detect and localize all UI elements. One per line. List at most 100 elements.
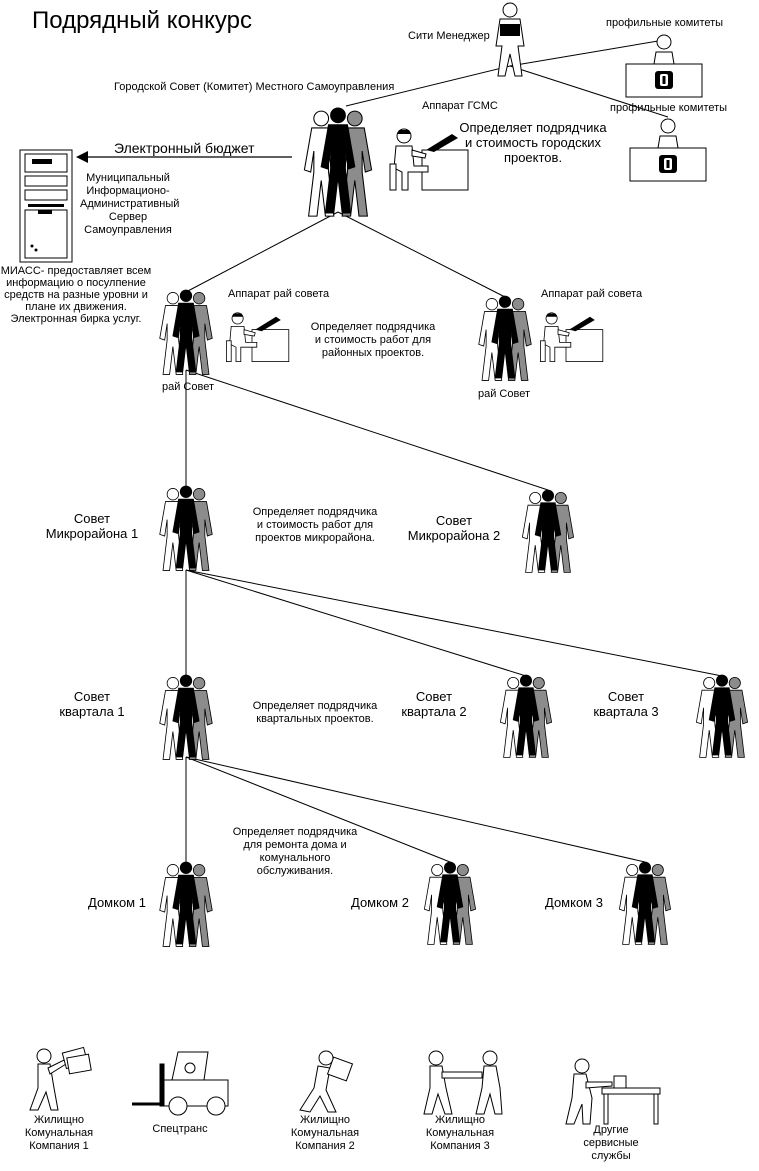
apparatus-gsms-label: Аппарат ГСМС [422,100,498,112]
service-2-label: Спецтранс [140,1123,220,1136]
service-4-line-1: Жилищно [434,1114,486,1126]
district-desc-line-2: и стоимость работ для [314,334,432,346]
domkom-2-label: Домком 2 [351,895,409,910]
e-budget-label: Электронный бюджет [114,140,255,156]
service-3-line-3: Компания 2 [295,1140,355,1152]
district-desc-line-3: районных проектов. [321,347,425,359]
micro-desc-line-3: проектов микрорайона. [255,532,375,544]
service-3-label: Жилищно Комунальная Компания 2 [280,1114,370,1153]
service-1-line-3: Компания 1 [29,1140,89,1152]
district-clerk-2-icon [540,312,604,363]
miass-description: МИАСС- предоставляет всем информацию о п… [0,265,152,325]
district-council-1-label: рай Совет [162,381,215,393]
quarter-council-2-line-2: квартала 2 [401,704,467,719]
house-desc-line-2: для ремонта дома и [243,839,347,851]
quarter-council-2-line-1: Совет [415,689,453,704]
city-council-label: Городской Совет (Комитет) Местного Самоу… [114,81,395,93]
server-line-1: Муниципальный [86,172,170,184]
quarter-council-1-label: Совет квартала 1 [46,689,138,719]
district-description: Определяет подрядчика и стоимость работ … [298,321,448,360]
quarter-council-2-label: Совет квартала 2 [388,689,480,719]
quarter-desc-line-1: Определяет подрядчика [252,700,378,712]
service-5-line-3: службы [591,1150,631,1162]
server-line-2: Информационо- [86,185,170,197]
quarter-council-3-line-1: Совет [607,689,645,704]
micro-council-1-label: Совет Микрорайона 1 [36,511,148,541]
district-council-2-group [479,296,531,380]
micro-desc-line-2: и стоимость работ для [256,519,374,531]
district-clerk-1-icon [225,312,290,363]
server-icon [19,149,73,263]
forklift-icon [132,1051,229,1116]
quarter-council-1-line-1: Совет [73,689,111,704]
micro-desc-line-1: Определяет подрядчика [252,506,378,518]
house-desc-line-4: обслуживания. [256,865,334,877]
district-council-1-group [160,290,212,374]
city-manager-label: Сити Менеджер [408,30,490,42]
service-5-line-2: сервисные [583,1137,639,1149]
service-3-line-1: Жилищно [299,1114,351,1126]
quarter-council-2-group [500,675,551,757]
miass-line-5: Электронная бирка услуг. [10,313,142,325]
service-1-line-2: Комунальная [24,1127,94,1139]
micro-council-1-line-1: Совет [73,511,111,526]
committee-2-icon [629,118,707,182]
service-1-line-1: Жилищно [33,1114,85,1126]
server-description: Муниципальный Информационо- Администрати… [80,172,180,237]
micro-council-1-line-2: Микрорайона 1 [45,526,139,541]
micro-council-2-group [522,490,573,572]
service-4-label: Жилищно Комунальная Компания 3 [415,1114,505,1153]
quarter-council-3-line-2: квартала 3 [593,704,659,719]
miass-line-1: МИАСС- предоставляет всем [0,265,152,277]
e-budget-arrow [76,151,292,163]
service-4-line-3: Компания 3 [430,1140,490,1152]
micro-council-1-group [160,486,212,570]
district-council-2-label: рай Совет [478,388,531,400]
domkom-3-label: Домком 3 [545,895,603,910]
quarter-council-1-line-2: квартала 1 [59,704,125,719]
micro-description: Определяет подрядчика и стоимость работ … [240,506,390,545]
city-council-group [304,108,371,216]
city-desc-line-2: и стоимость городских [464,135,602,150]
domkom-2-group [424,862,475,944]
service-2-line-1: Спецтранс [152,1123,208,1135]
service-3-line-2: Комунальная [290,1127,360,1139]
district-apparatus-2-label: Аппарат рай совета [541,288,643,300]
quarter-council-3-group [696,675,747,757]
server-line-5: Самоуправления [84,224,172,236]
city-manager-figure [495,2,525,77]
micro-council-2-line-1: Совет [435,513,473,528]
service-5-label: Другие сервисные службы [566,1124,656,1163]
worker-money-icon [29,1046,92,1111]
workers-passing-icon [423,1050,503,1115]
server-line-3: Административный [80,198,180,210]
domkom-1-group [160,862,212,946]
server-line-4: Сервер [108,211,148,223]
service-1-label: Жилищно Комунальная Компания 1 [14,1114,104,1153]
quarter-council-3-label: Совет квартала 3 [580,689,672,719]
micro-council-2-label: Совет Микрорайона 2 [398,513,510,543]
miass-line-4: плане их движения. [25,301,127,313]
quarter-desc-line-2: квартальных проектов. [256,713,374,725]
district-desc-line-1: Определяет подрядчика [310,321,436,333]
house-desc-line-1: Определяет подрядчика [232,826,358,838]
profile-committees-label-1: профильные комитеты [606,17,724,29]
house-description: Определяет подрядчика для ремонта дома и… [220,826,370,878]
worker-carrying-icon [299,1050,354,1113]
connector-lines [185,39,723,863]
house-desc-line-3: комунального [259,852,331,864]
page-title: Подрядный конкурс [32,7,252,34]
service-4-line-2: Комунальная [425,1127,495,1139]
service-5-line-1: Другие [593,1124,629,1136]
micro-council-2-line-2: Микрорайона 2 [407,528,501,543]
quarter-council-1-group [160,675,212,759]
city-desc-line-1: Определяет подрядчика [459,120,607,135]
domkom-3-group [619,862,670,944]
quarter-description: Определяет подрядчика квартальных проект… [240,700,390,726]
miass-line-3: средств на разные уровни и [4,289,148,301]
domkom-1-label: Домком 1 [88,895,146,910]
profile-committees-label-2: профильные комитеты [610,102,728,114]
district-apparatus-1-label: Аппарат рай совета [228,288,330,300]
